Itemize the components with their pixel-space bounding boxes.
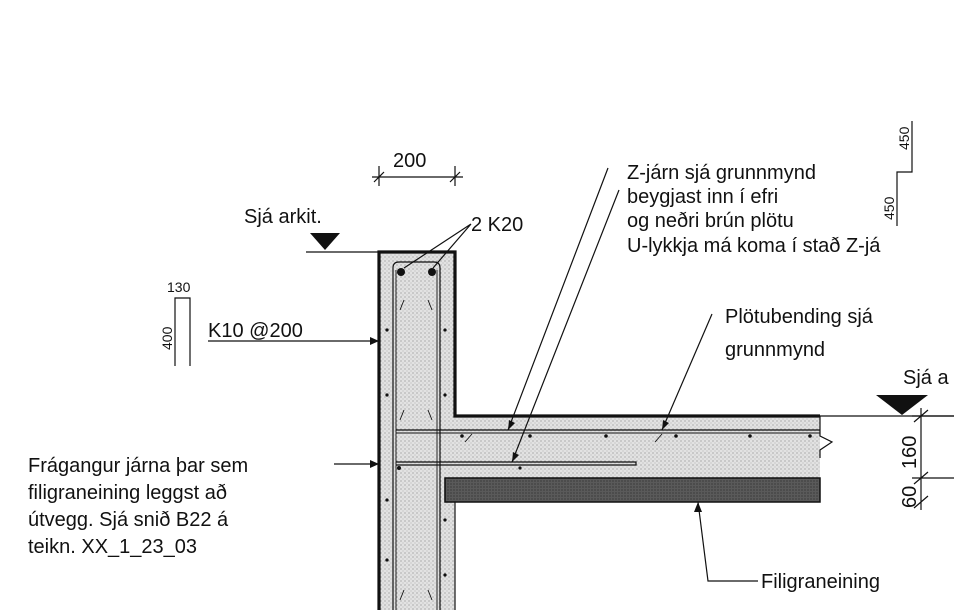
zjarn-leaders [507,167,620,463]
filigran-element [444,477,821,503]
k10-arrow [370,337,379,345]
filigraneining-arrow [694,502,702,512]
filigraneining-leader [697,501,758,582]
stirrup-shape [174,297,191,366]
fragangur-line-3: útvegg. Sjá snið B22 á [28,509,229,531]
sja-a-right: Sjá a [903,367,949,389]
plotubending-line-1: Plötubending sjá [725,306,874,328]
plotubending-leader [661,313,713,431]
zbar-450-top: 450 [896,126,912,150]
zbar-in-slab [396,461,637,466]
fragangur-arrow [370,460,379,468]
k20-bar-left [397,268,405,276]
zjarn-line-2: beygjast inn í efri [627,186,778,208]
two-k20-text: 2 K20 [471,214,523,236]
wall-and-slab-concrete [379,252,820,610]
break-line [819,416,834,458]
dim-200-line [372,166,463,186]
slab-rebar-dots [397,434,812,470]
level-triangle-right [876,395,928,415]
zjarn-line-4: U-lykkja má koma í stað Z-já [627,235,881,257]
zbar-shape [896,121,913,226]
level-triangle-left [310,233,340,250]
zjarn-arrows [508,420,519,462]
plotubending-arrow [662,420,669,430]
filigraneining-text: Filigraneining [761,571,880,593]
dim-160-text: 160 [899,436,921,469]
wall-rebar-inner [395,270,438,610]
fragangur-line-1: Frágangur járna þar sem [28,455,248,477]
zbar-450-bottom: 450 [881,196,897,220]
zjarn-line-1: Z-járn sjá grunnmynd [627,162,816,184]
dim-200-text: 200 [393,150,426,172]
k10-text: K10 @200 [208,320,303,342]
concrete-outline [377,250,820,610]
dim-60-text: 60 [899,486,921,508]
wall-hooks [399,299,433,601]
zjarn-line-3: og neðri brún plötu [627,210,794,232]
stirrup-130: 130 [167,279,191,295]
sja-arkit-left: Sjá arkit. [244,206,322,228]
k20-bar-right [428,268,436,276]
fragangur-line-4: teikn. XX_1_23_03 [28,536,197,558]
fragangur-line-2: filigraneining leggst að [28,482,227,504]
two-k20-leaders [403,223,472,269]
plotubending-line-2: grunnmynd [725,339,825,361]
wall-rebar-outer [392,261,441,610]
slab-hooks [464,433,663,443]
stirrup-400: 400 [159,326,175,350]
dim-right-lines [912,408,954,510]
wall-rebar-dots [385,328,447,577]
